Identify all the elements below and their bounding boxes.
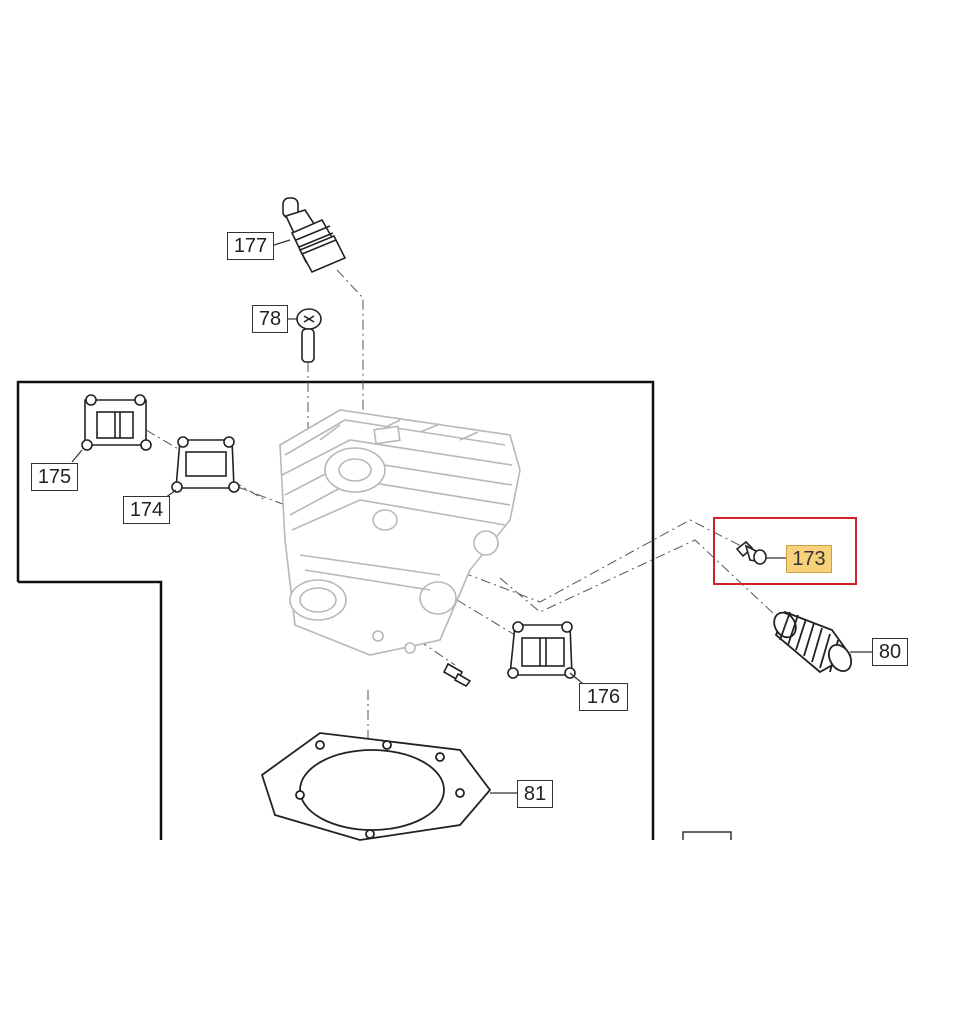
frame-outline [16, 380, 655, 840]
leader-177 [273, 239, 291, 246]
callout-174[interactable]: 174 [123, 496, 170, 524]
callout-176[interactable]: 176 [579, 683, 628, 711]
callout-177[interactable]: 177 [227, 232, 274, 260]
callout-78[interactable]: 78 [252, 305, 288, 333]
callout-81[interactable]: 81 [517, 780, 553, 808]
part-175-cover [81, 394, 152, 451]
part-177-plug [282, 197, 347, 274]
leader-175 [71, 449, 83, 463]
part-173-fitting [735, 540, 767, 565]
callout-175[interactable]: 175 [31, 463, 78, 491]
callout-80[interactable]: 80 [872, 638, 908, 666]
part-81-gasket [260, 732, 492, 841]
highlight-box-173 [713, 517, 857, 585]
bolt-small [442, 662, 472, 688]
part-176-cover [507, 621, 576, 679]
cylinder-assembly [279, 409, 521, 656]
part-80-spring [773, 610, 853, 674]
part-174-gasket [171, 436, 240, 493]
part-78-screw [296, 308, 322, 363]
callout-173[interactable]: 173 [786, 545, 832, 573]
